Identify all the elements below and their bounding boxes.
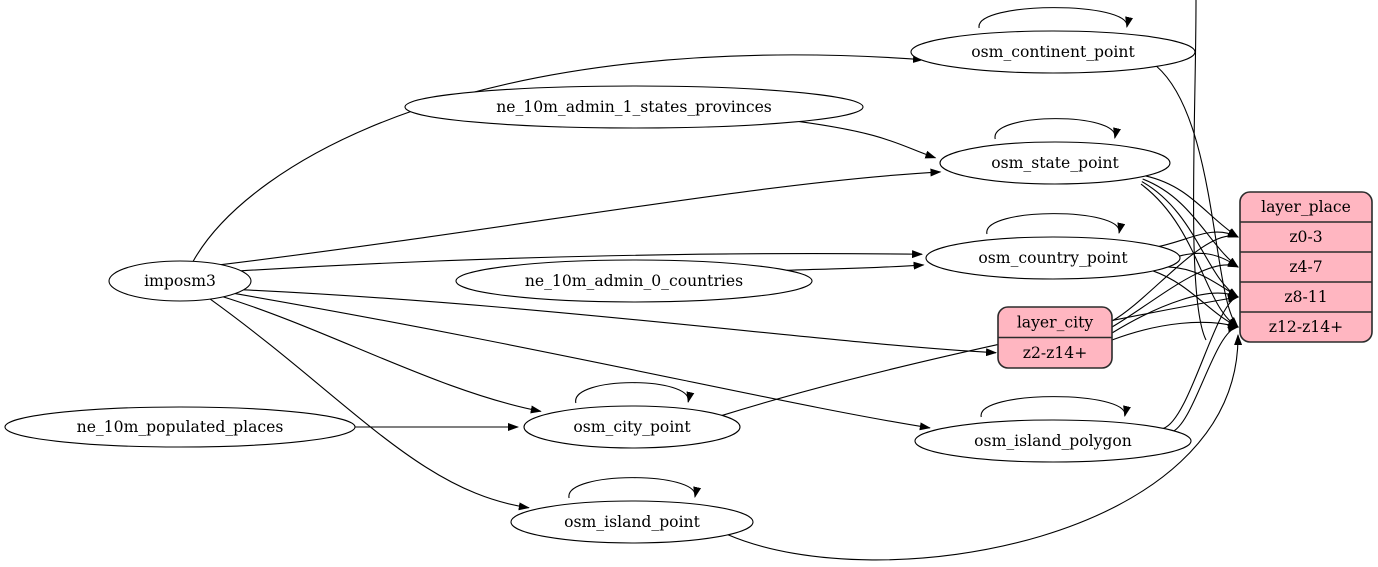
self-loop-osm_continent_point — [978, 7, 1133, 29]
node-label: osm_continent_point — [971, 43, 1135, 61]
node-osm_continent_point[interactable]: osm_continent_point — [910, 30, 1196, 74]
edge-osm_state_point-z8-11 — [1141, 181, 1239, 298]
node-label: ne_10m_populated_places — [77, 418, 284, 436]
node-label: osm_island_polygon — [974, 432, 1132, 450]
node-ne_10m_populated_places[interactable]: ne_10m_populated_places — [4, 406, 356, 448]
edge-imposm3-osm_country_point — [241, 250, 924, 272]
node-ellipse — [939, 141, 1171, 185]
edge-osm_city_point-z8-11 — [721, 294, 1239, 416]
node-label: osm_island_point — [564, 513, 700, 531]
node-ne_10m_admin_1_states_provinces[interactable]: ne_10m_admin_1_states_provinces — [404, 85, 864, 129]
node-label: osm_country_point — [978, 249, 1128, 267]
node-osm_island_point[interactable]: osm_island_point — [510, 500, 754, 544]
node-ellipse — [925, 236, 1181, 280]
self-loop-osm_state_point — [994, 118, 1121, 140]
node-osm_state_point[interactable]: osm_state_point — [939, 141, 1171, 185]
record-row-label: z8-11 — [1284, 288, 1327, 306]
self-loop-osm_country_point — [986, 213, 1126, 235]
edge-imposm3-osm_state_point — [220, 168, 942, 266]
self-loop-osm_city_point — [575, 382, 695, 404]
node-layer: imposm3 ne_10m_populated_places ne_10m_adm… — [4, 30, 1373, 544]
node-label: osm_state_point — [991, 154, 1119, 172]
node-osm_city_point[interactable]: osm_city_point — [523, 405, 741, 449]
node-ellipse — [510, 500, 754, 544]
edge-osm_state_point-z12-z14 — [1140, 183, 1239, 328]
self-loop-osm_island_point — [568, 477, 702, 499]
edge-layer — [192, 0, 1243, 561]
record-row-label: z2-z14+ — [1023, 344, 1088, 362]
node-label: ne_10m_admin_0_countries — [525, 272, 743, 290]
node-label: osm_city_point — [573, 418, 691, 436]
self-loop-osm_island_polygon — [980, 396, 1131, 418]
edge-vertical-spline — [1192, 0, 1207, 341]
edge-osm_country_point-z8-11 — [1167, 266, 1239, 298]
edge-osm_state_point-z0-3 — [1145, 175, 1239, 238]
edge-imposm3-osm_continent_point — [192, 54, 925, 262]
node-ellipse — [108, 260, 252, 302]
edge-ne1-osm_state_point — [799, 120, 937, 159]
node-imposm3[interactable]: imposm3 — [108, 260, 252, 302]
edge-osm_island_polygon-z8-11 — [1163, 294, 1239, 429]
edge-layer_city-z0-3 — [1111, 229, 1239, 322]
record-row-label: z12-z14+ — [1269, 318, 1343, 336]
node-ne_10m_admin_0_countries[interactable]: ne_10m_admin_0_countries — [455, 259, 813, 303]
node-label: ne_10m_admin_1_states_provinces — [496, 98, 772, 116]
node-osm_country_point[interactable]: osm_country_point — [925, 236, 1181, 280]
edge-osm_continent_point-layer_place — [1156, 65, 1239, 328]
edge-imposm3-osm_island_point — [209, 298, 530, 511]
record-node-layer_city[interactable]: layer_city z2-z14+ — [997, 306, 1113, 369]
record-box — [1239, 191, 1373, 343]
record-row-label: z0-3 — [1289, 228, 1322, 246]
node-ellipse — [404, 85, 864, 129]
edge-layer_city-z12-z14 — [1111, 320, 1239, 341]
node-ellipse — [523, 405, 741, 449]
node-ellipse — [914, 419, 1192, 463]
node-ellipse — [910, 30, 1196, 74]
edge-imposm3-osm_island_polygon — [235, 293, 931, 431]
node-label: imposm3 — [144, 272, 216, 290]
node-ellipse — [4, 406, 356, 448]
edge-imposm3-layer_city — [243, 289, 997, 357]
record-node-layer_place[interactable]: layer_place z0-3 z4-7 z8-11 z12-z14+ — [1239, 191, 1373, 343]
edge-osm_island_point-layer_place — [727, 334, 1243, 561]
record-row-label: z4-7 — [1289, 258, 1322, 276]
edge-layer_city-z8-11 — [1111, 289, 1239, 334]
node-ellipse — [455, 259, 813, 303]
node-osm_island_polygon[interactable]: osm_island_polygon — [914, 419, 1192, 463]
edge-ne0-osm_country_point — [787, 261, 925, 271]
record-header-label: layer_city — [1017, 313, 1094, 331]
edge-imposm3-osm_city_point — [223, 296, 542, 414]
edge-osm_island_polygon-z12-z14 — [1170, 324, 1239, 433]
record-header-label: layer_place — [1261, 198, 1351, 216]
